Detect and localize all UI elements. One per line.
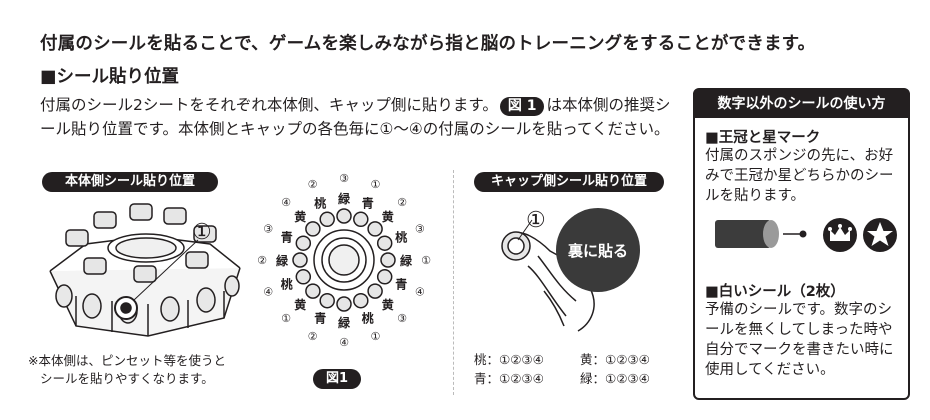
- figure1-color-label: 青: [281, 229, 293, 244]
- figure1-color-label: 青: [395, 277, 407, 292]
- figure1-button: [376, 269, 393, 285]
- crown-star-heading: ■王冠と星マーク: [705, 130, 821, 146]
- sidebar-header: 数字以外のシールの使い方: [695, 90, 908, 118]
- star-icon: [863, 218, 897, 252]
- legend-yellow: 黄：①②③④: [580, 352, 650, 367]
- figure1-button: [292, 252, 308, 268]
- crown-star-text: 付属のスポンジの先に、お好みで王冠か星どちらかのシールを貼ります。: [705, 148, 894, 204]
- figure1-button: [319, 292, 335, 309]
- figure1-number-label: ②: [257, 254, 267, 267]
- figure1-number-label: ①: [370, 178, 380, 191]
- figure1-button: [380, 252, 396, 268]
- figure1-number-label: ③: [263, 223, 273, 236]
- figure1-number-label: ②: [308, 178, 318, 191]
- figure1-number-label: ③: [397, 312, 407, 325]
- figure1-color-label: 桃: [395, 229, 407, 244]
- figure1-color-label: 桃: [281, 277, 293, 292]
- figure1-button: [353, 211, 369, 228]
- sponge-illustration: [715, 220, 807, 248]
- figure1-number-label: ④: [339, 336, 349, 349]
- legend-pink: 桃：①②③④: [474, 352, 544, 367]
- figure1-button: [353, 292, 369, 309]
- intro-text-2: は本体側の推奨シール貼り位置です。本体側とキャップの各色毎に①～④の付属のシール…: [40, 96, 671, 138]
- figure1-caption: 図1: [313, 369, 361, 389]
- figure1-number-label: ③: [339, 172, 349, 185]
- section-title: ■シール貼り位置: [40, 67, 180, 87]
- figure1-color-label: 緑: [338, 191, 351, 206]
- body-note-line1: ※本体側は、ピンセット等を使うと: [28, 353, 226, 368]
- figure-ref-badge: 図 1: [499, 97, 545, 116]
- headline: 付属のシールを貼ることで、ゲームを楽しみながら指と脳のトレーニングをすることがで…: [40, 34, 816, 54]
- body-note-line2: シールを貼りやすくなります。: [40, 371, 214, 386]
- figure1-button: [319, 211, 335, 228]
- figure1-number-label: ②: [308, 330, 318, 343]
- figure1-number-label: ②: [397, 196, 407, 209]
- cap-marker: ①: [526, 208, 546, 233]
- figure1-button: [336, 296, 352, 312]
- cap-back-label: 裏に貼る: [567, 242, 628, 260]
- figure1-color-label: 緑: [338, 315, 351, 330]
- cap-illustration: [501, 208, 640, 332]
- legend-blue: 青：①②③④: [474, 371, 544, 386]
- figure1-number-label: ①: [370, 330, 380, 343]
- figure1-button: [367, 221, 383, 237]
- figure1-color-label: 桃: [362, 310, 374, 325]
- figure1-color-label: 黄: [382, 297, 394, 312]
- figure1-center-ring: [328, 244, 360, 276]
- white-sticker-text: 予備のシールです。数字のシールを無くしてしまった時や自分でマークを書きたい時に使…: [705, 302, 894, 378]
- sidebar-box: 数字以外のシールの使い方 ■王冠と星マーク 付属のスポンジの先に、お好みで王冠か…: [693, 88, 910, 400]
- figure1-button: [336, 208, 352, 224]
- figure1-color-label: 黄: [294, 209, 306, 224]
- figure1-color-label: 青: [362, 196, 374, 211]
- figure1-number-label: ④: [263, 285, 273, 298]
- crown-icon: [823, 218, 857, 252]
- figure1-color-label: 青: [314, 310, 326, 325]
- figure1-number-label: ④: [281, 196, 291, 209]
- figure1-number-label: ③: [415, 223, 425, 236]
- figure1-color-label: 緑: [276, 253, 289, 268]
- figure1-button: [305, 221, 321, 237]
- intro-text-1: 付属のシール2シートをそれぞれ本体側、キャップ側に貼ります。: [40, 96, 498, 114]
- legend-green: 緑：①②③④: [580, 371, 650, 386]
- figure1-color-label: 桃: [314, 196, 326, 211]
- figure1-button: [295, 235, 312, 251]
- figure1-number-label: ④: [415, 285, 425, 298]
- body-position-label: 本体側シール貼り位置: [42, 172, 218, 192]
- figure1-number-label: ①: [421, 254, 431, 267]
- figure1-button: [305, 283, 321, 299]
- figure1-button: [367, 283, 383, 299]
- white-sticker-heading: ■白いシール（2枚）: [705, 284, 845, 300]
- figure1-color-label: 黄: [382, 209, 394, 224]
- figure1-button: [376, 235, 393, 251]
- cap-position-label: キャップ側シール貼り位置: [474, 172, 664, 192]
- body-illustration: [49, 203, 241, 337]
- figure1-button: [295, 269, 312, 285]
- body-marker: ①: [192, 220, 212, 245]
- panel-divider: [453, 170, 454, 395]
- figure1-color-label: 緑: [400, 253, 413, 268]
- figure1-number-label: ①: [281, 312, 291, 325]
- figure1-color-label: 黄: [294, 297, 306, 312]
